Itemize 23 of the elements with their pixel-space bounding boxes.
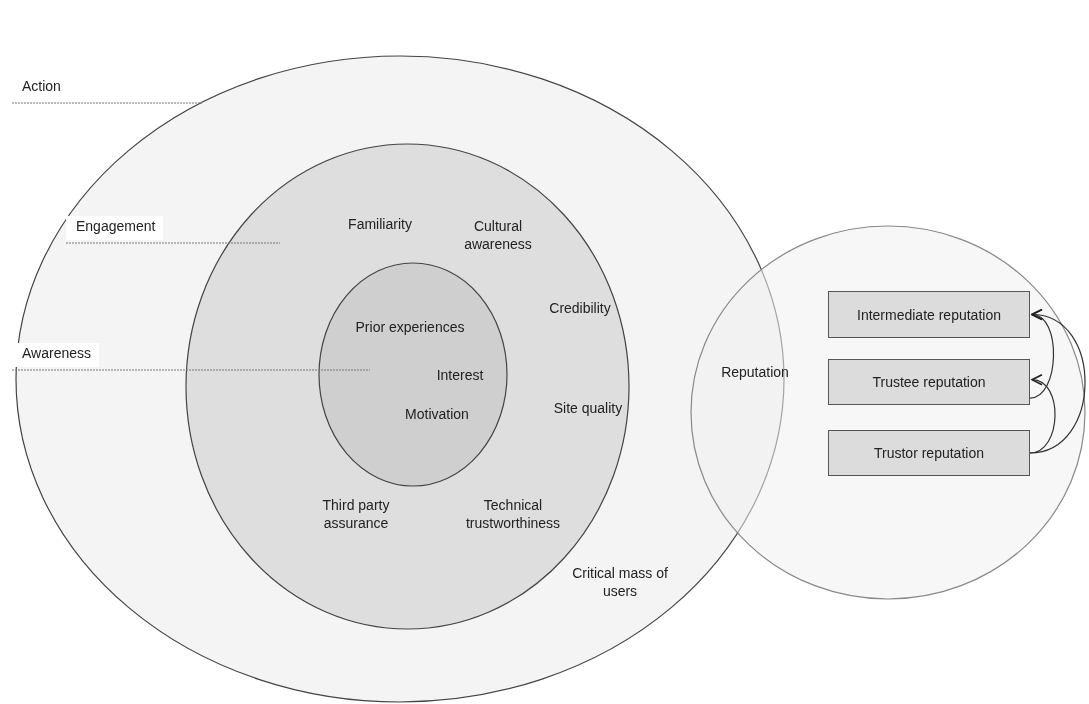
level-label: Engagement: [66, 216, 164, 240]
factor-label: Credibility: [548, 299, 612, 317]
reputation-box: Intermediate reputation: [828, 291, 1030, 338]
leader-line: [11, 369, 371, 371]
factor-label: Technical trustworthiness: [464, 496, 562, 532]
factor-label: Prior experiences: [355, 318, 465, 336]
factor-label: Motivation: [404, 405, 470, 423]
leader-line: [11, 102, 203, 104]
reputation-box: Trustor reputation: [828, 430, 1030, 476]
factor-label: Familiarity: [347, 215, 413, 233]
arrow: [1029, 310, 1086, 454]
factor-label: Third party assurance: [321, 496, 391, 532]
level-label: Awareness: [12, 343, 99, 367]
factor-label: Interest: [435, 366, 485, 384]
inner-ellipse: [318, 262, 508, 487]
leader-line: [65, 242, 281, 244]
factor-label: Reputation: [720, 363, 790, 381]
factor-label: Cultural awareness: [463, 217, 533, 253]
factor-label: Critical mass of users: [571, 564, 669, 600]
arrow: [1029, 375, 1056, 454]
reputation-box: Trustee reputation: [828, 359, 1030, 405]
factor-label: Site quality: [552, 399, 624, 417]
reputation-circle: [690, 225, 1086, 600]
